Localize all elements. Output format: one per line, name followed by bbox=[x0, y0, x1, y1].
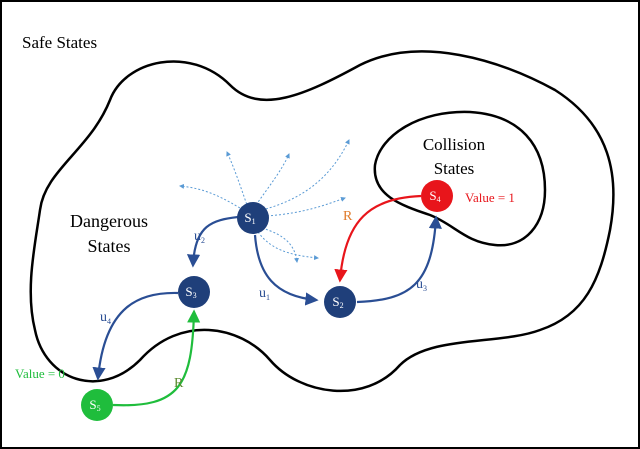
edge-s1-s3 bbox=[186, 215, 239, 268]
node-s3: S3 bbox=[178, 276, 210, 308]
label-r-red: R bbox=[343, 209, 353, 224]
value-safe-leaf: Value = 0 bbox=[15, 366, 65, 381]
label-u1: u1 bbox=[259, 286, 270, 302]
blue-transitions bbox=[92, 215, 442, 381]
node-s3-label: S3 bbox=[185, 284, 196, 300]
node-s4-label: S4 bbox=[429, 188, 440, 204]
edge-s5-s3-green bbox=[112, 309, 201, 407]
node-s3-circle bbox=[178, 276, 210, 308]
dotted-edge bbox=[257, 231, 319, 261]
dangerous-states-boundary bbox=[29, 50, 615, 393]
node-s1-circle bbox=[237, 202, 269, 234]
possible-transitions bbox=[179, 139, 350, 263]
dotted-edge bbox=[226, 151, 249, 209]
dotted-edge bbox=[261, 139, 350, 211]
dangerous-states-title-line1: Dangerous bbox=[70, 211, 148, 231]
value-collision: Value = 1 bbox=[465, 190, 515, 205]
dotted-edge bbox=[261, 227, 300, 263]
label-u2: u2 bbox=[194, 229, 205, 245]
dotted-edge bbox=[266, 196, 346, 217]
label-u3: u3 bbox=[416, 277, 427, 293]
edge-s3-s5 bbox=[92, 291, 179, 381]
node-s5-label: S5 bbox=[89, 397, 100, 413]
label-u4: u4 bbox=[100, 310, 111, 326]
collision-states-title-line1: Collision bbox=[423, 135, 486, 154]
node-s1-label: S1 bbox=[244, 210, 255, 226]
edge-s4-s2-red bbox=[334, 194, 422, 283]
node-s2-circle bbox=[324, 286, 356, 318]
node-s4-circle bbox=[421, 180, 453, 212]
safe-states-title: Safe States bbox=[22, 33, 97, 52]
node-s1: S1 bbox=[237, 202, 269, 234]
collision-states-boundary bbox=[373, 110, 547, 247]
dotted-edge bbox=[255, 153, 290, 206]
collision-states-title-line2: States bbox=[434, 159, 475, 178]
label-r-green: R bbox=[174, 376, 184, 391]
dangerous-states-title-line2: States bbox=[88, 236, 131, 256]
edge-s1-s2 bbox=[253, 234, 319, 306]
node-s4: S4 bbox=[421, 180, 453, 212]
edge-s2-s4 bbox=[356, 215, 442, 304]
node-s5-circle bbox=[81, 389, 113, 421]
node-s2-label: S2 bbox=[332, 294, 343, 310]
node-s2: S2 bbox=[324, 286, 356, 318]
node-s5: S5 bbox=[81, 389, 113, 421]
